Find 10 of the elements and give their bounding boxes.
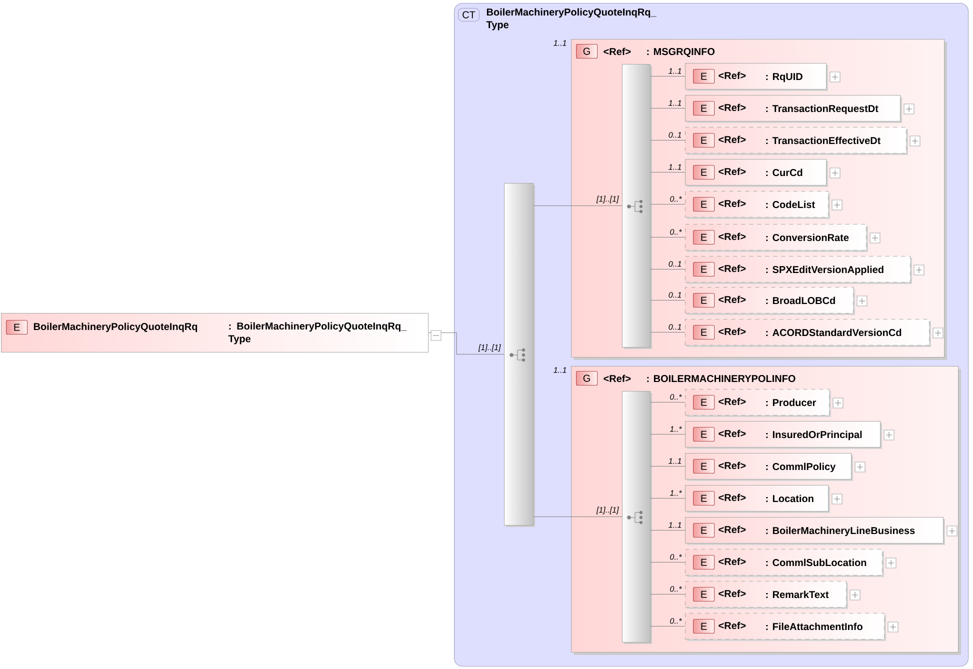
element-name: BoilerMachineryPolicyQuoteInqRq	[34, 322, 198, 332]
edge-label: [1]..[1]	[478, 344, 501, 352]
type-title: BoilerMachineryPolicyQuoteInqRq_ Type	[486, 8, 656, 30]
type-badge: E	[6, 320, 28, 335]
sequence-bar	[504, 183, 535, 527]
cardinality-label: 1..1	[554, 367, 566, 373]
type-badge: CT	[458, 8, 480, 22]
cardinality-label: 1..1	[554, 40, 566, 46]
type-name: : BoilerMachineryPolicyQuoteInqRq_ Type	[228, 322, 407, 344]
connector-line	[428, 332, 504, 355]
